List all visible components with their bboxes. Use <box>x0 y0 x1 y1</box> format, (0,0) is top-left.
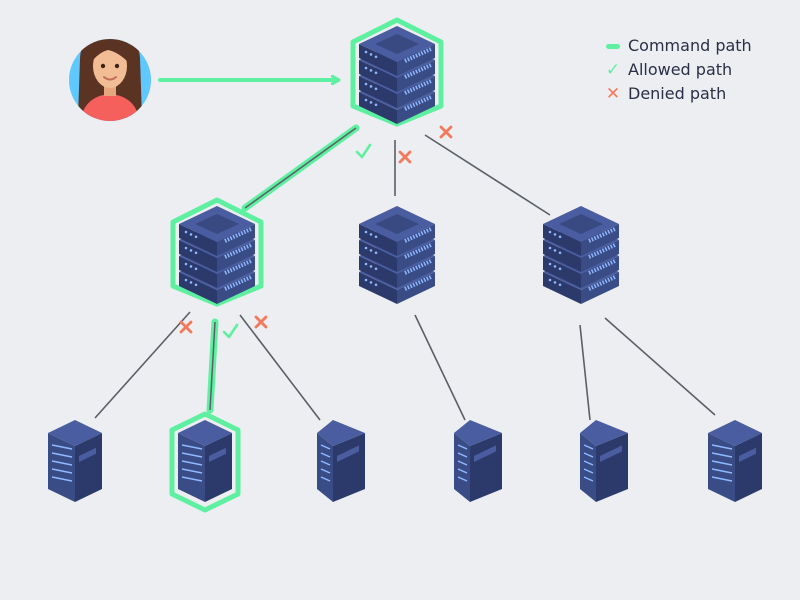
legend-label-command: Command path <box>628 36 752 55</box>
link-line <box>604 317 716 416</box>
cross-icon <box>398 150 412 164</box>
cross-icon <box>254 315 268 329</box>
leaf-server-6-icon <box>708 420 762 502</box>
user-avatar-icon <box>69 39 151 121</box>
cross-icon <box>439 125 453 139</box>
branch-server-1-icon <box>170 197 264 307</box>
leaf-server-1-icon <box>48 420 102 502</box>
link-line <box>94 311 191 419</box>
legend-label-denied: Denied path <box>628 84 727 103</box>
leaf-server-5-icon <box>580 420 628 502</box>
legend-label-allowed: Allowed path <box>628 60 733 79</box>
legend-item-denied: ✕ Denied path <box>602 82 752 106</box>
link-line <box>579 324 591 421</box>
root-server-icon <box>350 17 444 127</box>
cross-icon <box>179 320 193 334</box>
legend-item-command: Command path <box>602 34 752 58</box>
link-line <box>239 314 321 421</box>
leaf-server-2-icon <box>169 411 241 513</box>
link-line <box>424 134 551 216</box>
leaf-server-3-icon <box>317 420 365 502</box>
check-icon: ✓ <box>605 60 621 80</box>
leaf-server-4-icon <box>454 420 502 502</box>
check-icon <box>222 323 239 339</box>
link-line <box>209 321 216 411</box>
command-line-icon <box>602 43 624 49</box>
legend: Command path ✓ Allowed path ✕ Denied pat… <box>602 34 752 106</box>
branch-server-2-icon <box>359 206 435 304</box>
connection-lines <box>94 124 716 421</box>
link-line <box>414 314 466 421</box>
check-icon <box>355 143 372 159</box>
cross-icon: ✕ <box>605 84 621 104</box>
legend-item-allowed: ✓ Allowed path <box>602 58 752 82</box>
branch-server-3-icon <box>543 206 619 304</box>
link-line <box>244 127 357 209</box>
